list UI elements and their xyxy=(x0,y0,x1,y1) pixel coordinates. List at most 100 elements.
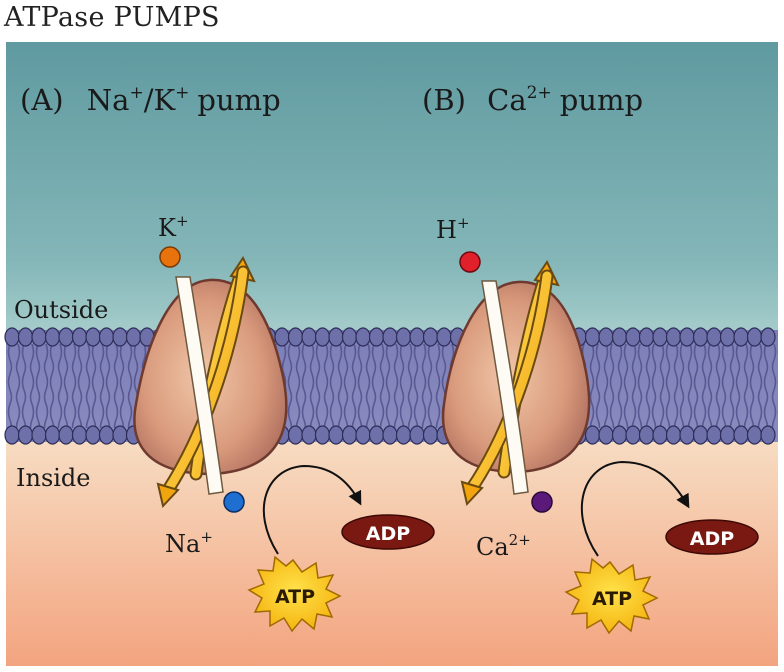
lipid-head xyxy=(611,327,628,347)
pump-a-adp-label: ADP xyxy=(366,523,410,545)
lipid-head xyxy=(665,425,682,445)
lipid-head xyxy=(341,327,358,347)
lipid-head xyxy=(382,327,398,347)
figure-title: ATPase PUMPS xyxy=(4,2,220,33)
pump-b-hydrolysis-arrow xyxy=(581,460,690,557)
panel-a-suffix: pump xyxy=(197,83,280,117)
lipid-head xyxy=(301,425,317,445)
pump-a-outside-ion-label: K+ xyxy=(158,212,189,242)
lipid-head xyxy=(355,425,371,445)
lipid-head xyxy=(31,425,47,445)
panel-a-letter: (A) xyxy=(20,83,64,117)
pump-b-adp-label: ADP xyxy=(690,528,734,550)
lipid-head xyxy=(44,327,61,347)
lipid-head xyxy=(328,425,344,445)
lipid-head xyxy=(314,425,331,445)
panel-a-separator: / xyxy=(144,83,154,117)
lipid-head xyxy=(665,327,682,347)
lipid-head xyxy=(679,425,695,445)
panel-b-header: (B) Ca2+pump xyxy=(422,83,643,117)
lipid-head xyxy=(341,425,358,445)
lipid-head xyxy=(395,327,412,347)
pump-a-inward-arrow xyxy=(156,265,250,509)
pump-b: H+ Ca2+ ATP ADP xyxy=(436,214,759,635)
lipid-head xyxy=(85,327,101,347)
lipid-head xyxy=(4,327,20,347)
outside-label: Outside xyxy=(14,296,108,324)
lipid-head xyxy=(422,327,439,347)
lipid-head xyxy=(328,327,344,347)
lipid-head xyxy=(760,425,776,445)
lipid-head xyxy=(719,425,736,445)
lipid-head xyxy=(112,425,128,445)
lipid-head xyxy=(584,327,601,347)
lipid-head xyxy=(301,327,317,347)
lipid-head xyxy=(287,425,304,445)
pump-a-inside-ion-label: Na+ xyxy=(165,528,213,558)
lipid-head xyxy=(409,327,425,347)
lipid-head xyxy=(31,327,47,347)
panel-b-ion-charge: 2+ xyxy=(527,83,552,103)
lipid-head xyxy=(71,327,88,347)
lipid-head xyxy=(746,425,763,445)
lipid-head xyxy=(17,425,34,445)
lipid-head xyxy=(598,425,614,445)
pump-a-atp-burst xyxy=(247,555,342,633)
lipid-head xyxy=(652,425,668,445)
lipid-head xyxy=(706,425,722,445)
lipid-head xyxy=(98,327,115,347)
pump-b-channel xyxy=(481,280,529,495)
lipid-head xyxy=(98,425,115,445)
panel-b-letter: (B) xyxy=(422,83,466,117)
pump-b-adp-oval xyxy=(665,519,759,555)
pump-a-adp-oval xyxy=(341,514,435,550)
lipid-head xyxy=(692,425,709,445)
panel-b-suffix: pump xyxy=(560,83,643,117)
lipid-head xyxy=(382,425,398,445)
lipid-head xyxy=(58,425,74,445)
inside-label: Inside xyxy=(16,464,91,492)
lipid-head xyxy=(85,425,101,445)
lipid-head xyxy=(679,327,695,347)
pump-a-atp-label: ATP xyxy=(275,586,315,608)
lipid-head xyxy=(625,327,641,347)
lipid-head xyxy=(58,327,74,347)
pump-b-inside-ion xyxy=(531,491,553,513)
lipid-head xyxy=(71,425,88,445)
lipid-head xyxy=(314,327,331,347)
lipid-head xyxy=(17,327,34,347)
lipid-head xyxy=(652,327,668,347)
panel-a-ion2: K xyxy=(154,83,177,117)
pump-a-outside-ion xyxy=(159,246,181,268)
lipid-head xyxy=(44,425,61,445)
panel-a-ion1: Na xyxy=(87,83,130,117)
lipid-bilayer xyxy=(4,327,778,445)
lipid-head xyxy=(733,425,749,445)
lipid-head xyxy=(395,425,412,445)
pump-a-inside-ion xyxy=(223,491,245,513)
pump-b-outside-ion xyxy=(459,251,481,273)
panel-a-ion2-charge: + xyxy=(175,83,189,103)
lipid-head xyxy=(760,327,776,347)
pump-b-outside-ion-label: H+ xyxy=(436,214,470,244)
lipid-head xyxy=(409,425,425,445)
pump-b-inward-arrow xyxy=(460,269,554,507)
lipid-head xyxy=(611,425,628,445)
lipid-head xyxy=(274,327,290,347)
lipid-head xyxy=(112,327,128,347)
lipid-head xyxy=(625,425,641,445)
lipid-head xyxy=(436,327,452,347)
lipid-head xyxy=(422,425,439,445)
pump-b-atp-label: ATP xyxy=(592,588,632,610)
panel-a-header: (A) Na+/K+pump xyxy=(20,83,281,117)
lipid-head xyxy=(4,425,20,445)
lipid-head xyxy=(125,327,142,347)
lipid-head xyxy=(598,327,614,347)
lipid-head xyxy=(719,327,736,347)
lipid-head xyxy=(746,327,763,347)
lipid-head xyxy=(692,327,709,347)
pump-b-inside-ion-label: Ca2+ xyxy=(476,531,531,561)
lipid-head xyxy=(368,425,385,445)
pump-a-channel xyxy=(175,276,224,495)
